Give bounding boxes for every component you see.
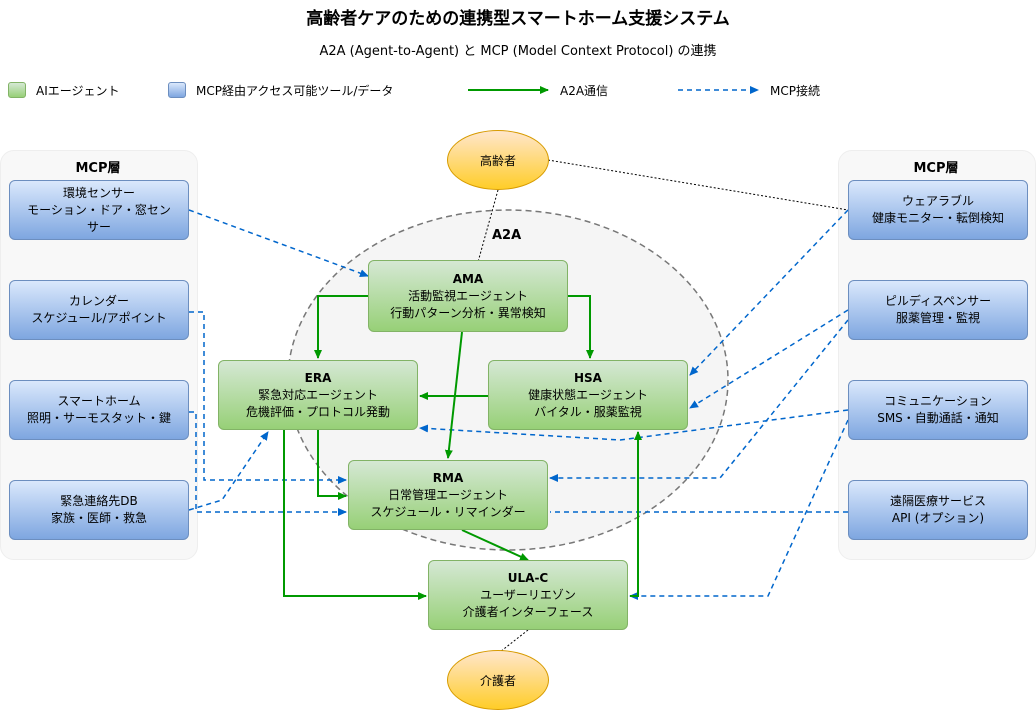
tool-label-line: 健康モニター・転倒検知 bbox=[871, 211, 1004, 225]
tool-label-line: 家族・医師・救急 bbox=[50, 511, 147, 525]
diagram-title: 高齢者ケアのための連携型スマートホーム支援システム bbox=[306, 9, 730, 29]
tool-label-line: 環境センサー bbox=[62, 185, 135, 200]
mcp-env-to-ama bbox=[188, 209, 369, 277]
agent-name: AMA bbox=[452, 271, 484, 286]
tool-label-line: ピルディスペンサー bbox=[884, 294, 992, 308]
agent-name: RMA bbox=[432, 470, 464, 485]
legend-mcp-tool: MCP経由アクセス可能ツール/データ bbox=[168, 80, 393, 100]
agent-hsa[interactable]: HSA 健康状態エージェント バイタル・服薬監視 bbox=[488, 360, 688, 430]
tool-label-line: コミュニケーション bbox=[884, 394, 992, 408]
elder-to-wearable-link bbox=[547, 159, 849, 211]
agent-role: 活動監視エージェント bbox=[408, 288, 528, 303]
agent-name: ULA-C bbox=[507, 570, 549, 585]
legend-a2a-label: A2A通信 bbox=[560, 83, 609, 98]
agent-role: 健康状態エージェント bbox=[528, 387, 648, 402]
legend-mcp-tool-label: MCP経由アクセス可能ツール/データ bbox=[196, 83, 394, 98]
a2a-ama-to-era bbox=[314, 295, 370, 359]
a2a-area-label: A2A bbox=[492, 228, 522, 243]
a2a-rma-to-ula bbox=[461, 529, 529, 561]
tool-calendar[interactable]: カレンダー スケジュール/アポイント bbox=[9, 280, 189, 340]
caregiver-to-ula-link bbox=[499, 629, 529, 653]
mcp-wearable-to-hsa bbox=[689, 209, 849, 376]
legend-green-swatch bbox=[8, 82, 26, 98]
legend-blue-swatch bbox=[168, 82, 186, 98]
a2a-ama-to-hsa bbox=[568, 295, 594, 359]
tool-label-line: スマートホーム bbox=[57, 394, 141, 408]
agent-ama[interactable]: AMA 活動監視エージェント 行動パターン分析・異常検知 bbox=[368, 260, 568, 332]
person-caregiver-label: 介護者 bbox=[479, 673, 516, 688]
tool-label-line: 緊急連絡先DB bbox=[60, 494, 138, 508]
tool-label-line: SMS・自動通話・通知 bbox=[877, 411, 999, 425]
mcp-contactdb-to-era bbox=[188, 431, 269, 511]
legend-mcp: MCP接続 bbox=[770, 80, 820, 100]
agent-detail: 介護者インターフェース bbox=[462, 604, 594, 619]
mcp-calendar-to-rma bbox=[189, 311, 347, 484]
agent-role: 日常管理エージェント bbox=[388, 487, 508, 502]
mcp-smarthome-to-rma bbox=[189, 411, 347, 516]
tool-smart-home[interactable]: スマートホーム 照明・サーモスタット・鍵 bbox=[9, 380, 189, 440]
agent-detail: 行動パターン分析・異常検知 bbox=[390, 305, 546, 320]
a2a-era-to-ula bbox=[283, 430, 427, 600]
mcp-pill-to-rma bbox=[549, 319, 849, 482]
legend-mcp-label: MCP接続 bbox=[770, 83, 820, 98]
agent-name: ERA bbox=[304, 370, 332, 385]
tool-emergency-contact-db[interactable]: 緊急連絡先DB 家族・医師・救急 bbox=[9, 480, 189, 540]
elder-to-a2a-link bbox=[477, 189, 499, 263]
agent-detail: スケジュール・リマインダー bbox=[370, 504, 526, 519]
agent-role: 緊急対応エージェント bbox=[258, 387, 378, 402]
tool-label-line: サー bbox=[86, 219, 111, 234]
diagram-subtitle: A2A (Agent-to-Agent) と MCP (Model Contex… bbox=[319, 44, 717, 59]
agent-ula-c[interactable]: ULA-C ユーザーリエゾン 介護者インターフェース bbox=[428, 560, 628, 630]
tool-label-line: カレンダー bbox=[68, 294, 129, 308]
mcp-comm-to-era bbox=[419, 409, 849, 441]
tool-label-line: 服薬管理・監視 bbox=[895, 311, 980, 325]
agent-detail: バイタル・服薬監視 bbox=[534, 404, 642, 419]
mcp-pill-to-hsa bbox=[689, 309, 849, 409]
tool-label-line: モーション・ドア・窓セン bbox=[27, 202, 171, 217]
agent-detail: 危機評価・プロトコル発動 bbox=[245, 404, 390, 419]
legend-ai-agent-label: AIエージェント bbox=[36, 83, 120, 98]
agent-era[interactable]: ERA 緊急対応エージェント 危機評価・プロトコル発動 bbox=[218, 360, 418, 430]
tool-communication[interactable]: コミュニケーション SMS・自動通話・通知 bbox=[848, 380, 1028, 440]
right-layer-title: MCP層 bbox=[913, 161, 959, 176]
person-elder-label: 高齢者 bbox=[479, 153, 516, 168]
person-caregiver[interactable]: 介護者 bbox=[447, 650, 549, 710]
tool-telemedicine[interactable]: 遠隔医療サービス API (オプション) bbox=[848, 480, 1028, 540]
agent-role: ユーザーリエゾン bbox=[480, 587, 576, 602]
tool-label-line: 遠隔医療サービス bbox=[889, 494, 986, 508]
tool-label-line: スケジュール/アポイント bbox=[31, 311, 167, 325]
legend-ai-agent: AIエージェント bbox=[8, 80, 120, 100]
tool-label-line: 照明・サーモスタット・鍵 bbox=[26, 411, 171, 425]
tool-label-line: ウェアラブル bbox=[901, 194, 974, 208]
agent-rma[interactable]: RMA 日常管理エージェント スケジュール・リマインダー bbox=[348, 460, 548, 530]
tool-environment-sensor[interactable]: 環境センサー モーション・ドア・窓セン サー bbox=[9, 180, 189, 240]
agent-name: HSA bbox=[574, 370, 602, 385]
person-elder[interactable]: 高齢者 bbox=[447, 130, 549, 190]
a2a-ula-to-hsa bbox=[630, 431, 642, 597]
legend-a2a: A2A通信 bbox=[560, 80, 608, 100]
tool-label-line: API (オプション) bbox=[891, 511, 985, 525]
left-layer-title: MCP層 bbox=[75, 161, 121, 176]
tool-pill-dispenser[interactable]: ピルディスペンサー 服薬管理・監視 bbox=[848, 280, 1028, 340]
tool-wearable[interactable]: ウェアラブル 健康モニター・転倒検知 bbox=[848, 180, 1028, 240]
a2a-era-to-rma bbox=[317, 430, 347, 500]
mcp-comm-to-ula bbox=[629, 419, 849, 600]
